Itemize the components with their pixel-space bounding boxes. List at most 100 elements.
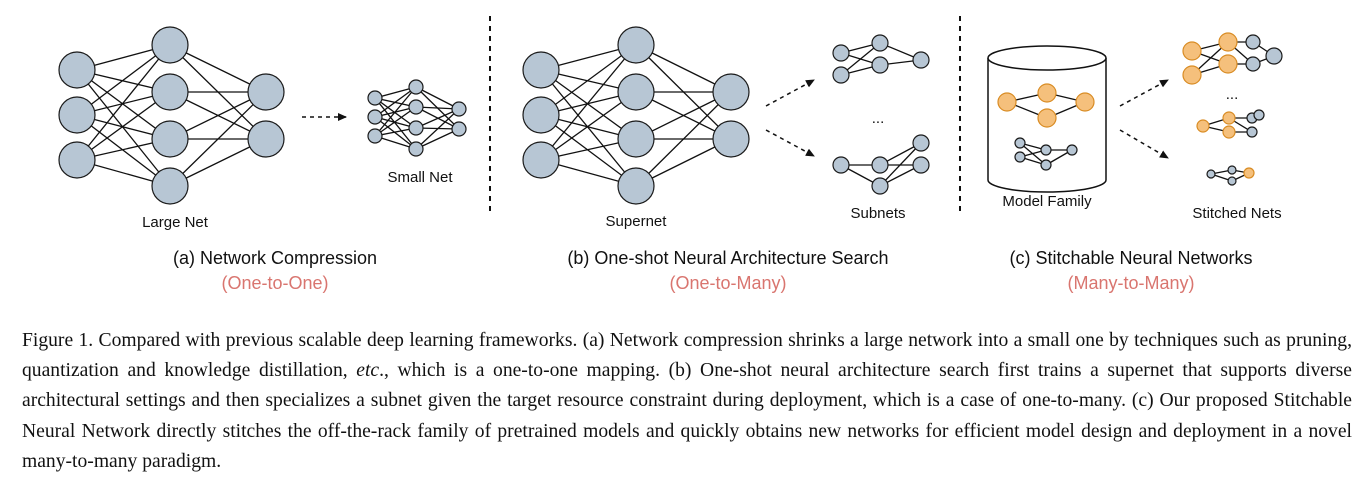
neuron-node: [1040, 159, 1052, 171]
neuron-node: [522, 51, 560, 89]
edge: [540, 44, 637, 116]
panel-a-title: (a) Network Compression: [173, 248, 377, 268]
neuron-node: [1265, 47, 1283, 65]
caption-text-1: Figure 1. Compared with previous scalabl…: [22, 330, 1352, 382]
caption-text-2: ., which is a one-to-one mapping. (b) On…: [22, 360, 1352, 472]
panel-c-title: (c) Stitchable Neural Networks: [1009, 248, 1252, 268]
neuron-node: [712, 120, 750, 158]
edge: [374, 86, 417, 118]
edge: [76, 114, 171, 187]
neuron-node: [1227, 176, 1237, 186]
edge: [540, 114, 637, 187]
panel-b-mapping: (One-to-Many): [669, 273, 786, 293]
neuron-node: [1218, 54, 1238, 74]
stitched-nets-label: Stitched Nets: [1192, 205, 1281, 222]
neuron-node: [1245, 34, 1261, 50]
neuron-node: [617, 73, 655, 111]
neuron-node: [912, 134, 930, 152]
neuron-node: [58, 141, 96, 179]
edge: [540, 44, 637, 161]
neuron-node: [408, 141, 424, 157]
neuron-node: [151, 167, 189, 205]
panel-c: Model Family ... Stitched Nets (c) Stitc…: [987, 32, 1283, 293]
edge: [540, 69, 637, 187]
neuron-node: [712, 73, 750, 111]
neuron-node: [522, 96, 560, 134]
panel-b: Supernet ... Subnets (b) One-shot Neural…: [522, 26, 930, 293]
subnet-bottom-diagram: [832, 134, 930, 195]
neuron-node: [1037, 83, 1057, 103]
neuron-node: [871, 177, 889, 195]
panel-a-mapping: (One-to-One): [221, 273, 328, 293]
family-blue-net: [1014, 137, 1078, 171]
neuron-node: [617, 26, 655, 64]
edge: [879, 142, 922, 187]
neuron-node: [451, 101, 467, 117]
cylinder-top: [987, 45, 1107, 71]
neuron-node: [522, 141, 560, 179]
neuron-node: [1066, 144, 1078, 156]
subnet-ellipsis: ...: [872, 110, 885, 127]
subnet-arrow-down: [765, 129, 815, 157]
neuron-node: [58, 51, 96, 89]
large-net-diagram: [58, 26, 285, 205]
edge: [540, 91, 637, 161]
stitch-arrow-down: [1119, 129, 1169, 159]
subnets-label: Subnets: [850, 205, 905, 222]
edge: [540, 69, 637, 140]
edge: [76, 69, 171, 187]
large-net-label: Large Net: [142, 214, 209, 231]
edge: [374, 106, 417, 137]
edge: [76, 44, 171, 161]
subnet-top-diagram: [832, 34, 930, 84]
edge: [374, 116, 417, 150]
stitched-net-middle: [1196, 109, 1265, 139]
edge: [415, 108, 460, 129]
edges: [374, 86, 460, 150]
caption-etc: etc: [356, 360, 380, 382]
neuron-node: [408, 79, 424, 95]
neuron-node: [871, 56, 889, 74]
neuron-node: [871, 34, 889, 52]
neuron-node: [1182, 65, 1202, 85]
neuron-node: [871, 156, 889, 174]
stitched-net-top: [1182, 32, 1283, 85]
neuron-node: [1040, 144, 1052, 156]
neuron-node: [1227, 165, 1237, 175]
neuron-node: [997, 92, 1017, 112]
edge: [76, 44, 171, 116]
neuron-node: [367, 128, 383, 144]
neuron-node: [1014, 151, 1026, 163]
neuron-node: [247, 120, 285, 158]
neuron-node: [1246, 126, 1258, 138]
edge: [76, 69, 171, 140]
neuron-node: [408, 120, 424, 136]
neuron-node: [1245, 56, 1261, 72]
neuron-node: [247, 73, 285, 111]
subnet-arrow-up: [765, 79, 815, 107]
neuron-node: [1037, 108, 1057, 128]
family-orange-net: [997, 83, 1095, 128]
neuron-node: [1014, 137, 1026, 149]
edge: [374, 86, 417, 137]
figure-caption: Figure 1. Compared with previous scalabl…: [22, 326, 1352, 477]
stitched-ellipsis: ...: [1226, 86, 1239, 103]
edge: [374, 97, 417, 150]
edge: [415, 86, 460, 110]
panel-a: Large Net Small Net (a) Network Compress…: [58, 26, 467, 293]
edge: [169, 91, 267, 187]
edge: [374, 97, 417, 129]
neuron-node: [832, 44, 850, 62]
neuron-node: [1075, 92, 1095, 112]
panel-b-title: (b) One-shot Neural Architecture Search: [567, 248, 888, 268]
neuron-node: [1253, 109, 1265, 121]
neuron-node: [151, 26, 189, 64]
panel-c-mapping: (Many-to-Many): [1067, 273, 1194, 293]
edges: [76, 44, 267, 187]
neuron-node: [912, 51, 930, 69]
small-net-label: Small Net: [387, 169, 453, 186]
neuron-node: [1222, 125, 1236, 139]
neuron-node: [1218, 32, 1238, 52]
neuron-node: [1222, 111, 1236, 125]
